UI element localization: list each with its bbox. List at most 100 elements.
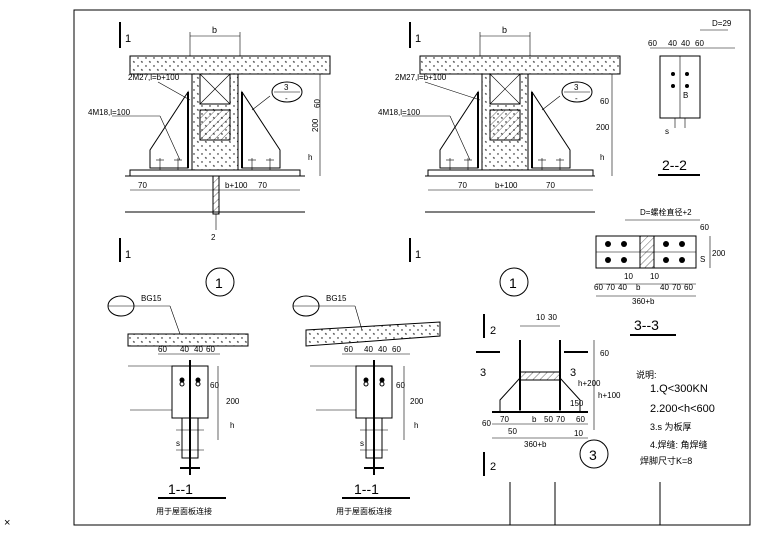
dim-h100: h+100 bbox=[598, 391, 621, 400]
section-2-mark: 2 bbox=[211, 233, 216, 242]
dim-50: 50 bbox=[544, 415, 553, 424]
dim-70b: 70 bbox=[556, 415, 565, 424]
section-title: 2--2 bbox=[662, 157, 687, 173]
note-2: 2.200<h<600 bbox=[650, 403, 715, 415]
tag: BG15 bbox=[326, 294, 347, 303]
dim-d: 60 bbox=[392, 345, 401, 354]
notes-heading: 说明: bbox=[636, 369, 657, 380]
bolt-label-a: 2M27,l=b+100 bbox=[128, 73, 180, 82]
dim-30: 30 bbox=[548, 313, 557, 322]
note-5: 焊脚尺寸K=8 bbox=[640, 455, 692, 466]
bolt-label-b: 4M18,l=100 bbox=[378, 108, 421, 117]
section-title: 3--3 bbox=[634, 317, 659, 333]
section-1-1-left: BG15 60 40 40 60 s 60 200 h 1--1 用于屋面板连接 bbox=[107, 294, 249, 516]
section-mark-bottom: 1 bbox=[415, 249, 421, 261]
callout-num: 3 bbox=[574, 83, 579, 92]
dim-60: 60 bbox=[600, 97, 609, 106]
s-label: s bbox=[176, 439, 180, 448]
dim-mid: b+100 bbox=[225, 181, 248, 190]
section-2-2: D=29 60 40 40 60 B s 2--2 bbox=[648, 19, 735, 176]
d-label: D=螺栓直径+2 bbox=[640, 207, 692, 217]
dim-40b: 40 bbox=[660, 283, 669, 292]
dim-200: 200 bbox=[311, 118, 320, 132]
side-left: 3 bbox=[480, 367, 486, 379]
dim-a: 60 bbox=[344, 345, 353, 354]
dim-a: 60 bbox=[158, 345, 167, 354]
dim-b: 40 bbox=[180, 345, 189, 354]
s-label: s bbox=[665, 127, 669, 136]
d-label: D=29 bbox=[712, 19, 732, 28]
dim-40a: 40 bbox=[618, 283, 627, 292]
section-title: 1--1 bbox=[354, 481, 379, 497]
elevation-view-1: 1 b 2 2M27,l=b+100 bbox=[88, 22, 331, 297]
dim-d: 60 bbox=[695, 39, 704, 48]
circle-label: 1 bbox=[215, 275, 223, 291]
dim-200: 200 bbox=[712, 249, 726, 258]
dim-70b: 70 bbox=[672, 283, 681, 292]
corner-mark: × bbox=[4, 517, 10, 529]
dim-c: 40 bbox=[194, 345, 203, 354]
dim-a: 60 bbox=[648, 39, 657, 48]
elevation-view-2: 1 b 2M27,l=b+100 4M18,l=100 3 - bbox=[378, 22, 621, 297]
dim-10: 10 bbox=[574, 429, 583, 438]
dim-60: 60 bbox=[313, 99, 322, 108]
callout-den: - bbox=[575, 94, 578, 103]
dim-h: h bbox=[414, 421, 418, 430]
caption: 用于屋面板连接 bbox=[336, 506, 392, 516]
s-label: S bbox=[700, 255, 705, 264]
dim-200: 200 bbox=[596, 123, 610, 132]
dim-b: 40 bbox=[668, 39, 677, 48]
tag: BG15 bbox=[141, 294, 162, 303]
dim-right: 70 bbox=[546, 181, 555, 190]
dim-b: b bbox=[532, 415, 537, 424]
dim-200: 200 bbox=[410, 397, 424, 406]
note-4: 4.焊缝: 角焊缝 bbox=[650, 439, 708, 450]
dim-150: 150 bbox=[570, 399, 584, 408]
dim-60: 60 bbox=[700, 223, 709, 232]
b-label: B bbox=[683, 91, 688, 100]
callout-num: 3 bbox=[284, 83, 289, 92]
dim-60: 60 bbox=[210, 381, 219, 390]
s-label: s bbox=[360, 439, 364, 448]
dim-mid: b+100 bbox=[495, 181, 518, 190]
dim-200: 200 bbox=[226, 397, 240, 406]
dim-h: h bbox=[230, 421, 234, 430]
section-1-1-right: BG15 60 40 40 60 s 60 200 h 1--1 用于屋面板连接 bbox=[292, 294, 441, 516]
dim-70a: 70 bbox=[500, 415, 509, 424]
note-3: 3.s 为板厚 bbox=[650, 421, 692, 432]
dim-10b: 10 bbox=[650, 272, 659, 281]
section-mark-top: 1 bbox=[415, 33, 421, 45]
width-label: b bbox=[502, 25, 507, 35]
drawing-border bbox=[73, 9, 751, 526]
circle-label: 3 bbox=[589, 447, 597, 463]
dim-d: 60 bbox=[206, 345, 215, 354]
section-mark-bottom: 1 bbox=[125, 249, 131, 261]
side-right: 3 bbox=[570, 367, 576, 379]
dim-left: 70 bbox=[138, 181, 147, 190]
dim-h: h bbox=[308, 153, 312, 162]
total: 360+b bbox=[524, 440, 547, 449]
section-title: 1--1 bbox=[168, 481, 193, 497]
dim-60a: 60 bbox=[594, 283, 603, 292]
bolt-label-b: 4M18,l=100 bbox=[88, 108, 131, 117]
dim-c: 40 bbox=[681, 39, 690, 48]
dim-right: 70 bbox=[258, 181, 267, 190]
section-3-3: D=螺栓直径+2 60 200 S 10 10 60 70 40 b 40 70… bbox=[594, 207, 726, 336]
note-1: 1.Q<300KN bbox=[650, 383, 708, 395]
dim-60: 60 bbox=[396, 381, 405, 390]
dim-10a: 10 bbox=[624, 272, 633, 281]
detail-3: 2 10 30 3 3 60 h+200 150 h+100 10 60 70 … bbox=[476, 313, 621, 476]
dim-70a: 70 bbox=[606, 283, 615, 292]
width-label: b bbox=[212, 25, 217, 35]
section-mark-bottom: 2 bbox=[490, 461, 496, 473]
total: 360+b bbox=[632, 297, 655, 306]
notes: 说明: 1.Q<300KN 2.200<h<600 3.s 为板厚 4.焊缝: … bbox=[636, 369, 715, 466]
dim-60b: 60 bbox=[576, 415, 585, 424]
section-mark-top: 1 bbox=[125, 33, 131, 45]
dim-h: h bbox=[600, 153, 604, 162]
dim-b: b bbox=[636, 283, 641, 292]
section-mark-top: 2 bbox=[490, 325, 496, 337]
dim-10: 10 bbox=[536, 313, 545, 322]
inner-50: 50 bbox=[508, 427, 517, 436]
